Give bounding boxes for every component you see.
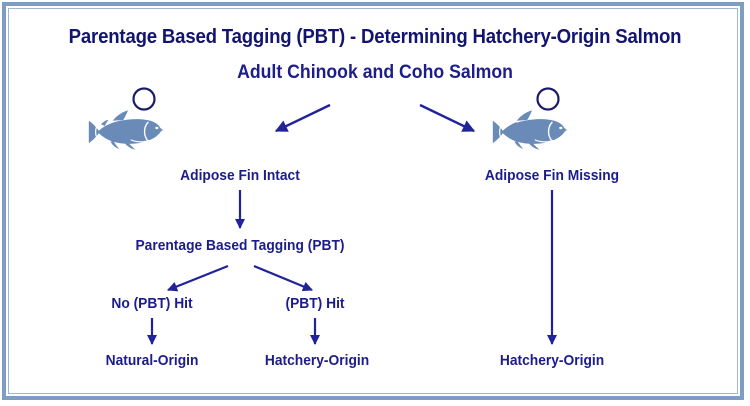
diagram-inner-border: [8, 8, 738, 394]
node-hatchery-origin-right: Hatchery-Origin: [499, 352, 605, 369]
node-adipose-fin-missing: Adipose Fin Missing: [484, 167, 620, 184]
node-parentage-based-tagging: Parentage Based Tagging (PBT): [135, 237, 345, 254]
page-title: Parentage Based Tagging (PBT) - Determin…: [68, 26, 682, 48]
node-pbt-hit: (PBT) Hit: [285, 295, 345, 312]
node-natural-origin: Natural-Origin: [105, 352, 199, 369]
node-adipose-fin-intact: Adipose Fin Intact: [180, 167, 300, 184]
diagram-outer-border: [2, 2, 744, 400]
diagram-subtitle: Adult Chinook and Coho Salmon: [237, 62, 513, 83]
node-no-pbt-hit: No (PBT) Hit: [111, 295, 193, 312]
node-hatchery-origin-left: Hatchery-Origin: [264, 352, 370, 369]
